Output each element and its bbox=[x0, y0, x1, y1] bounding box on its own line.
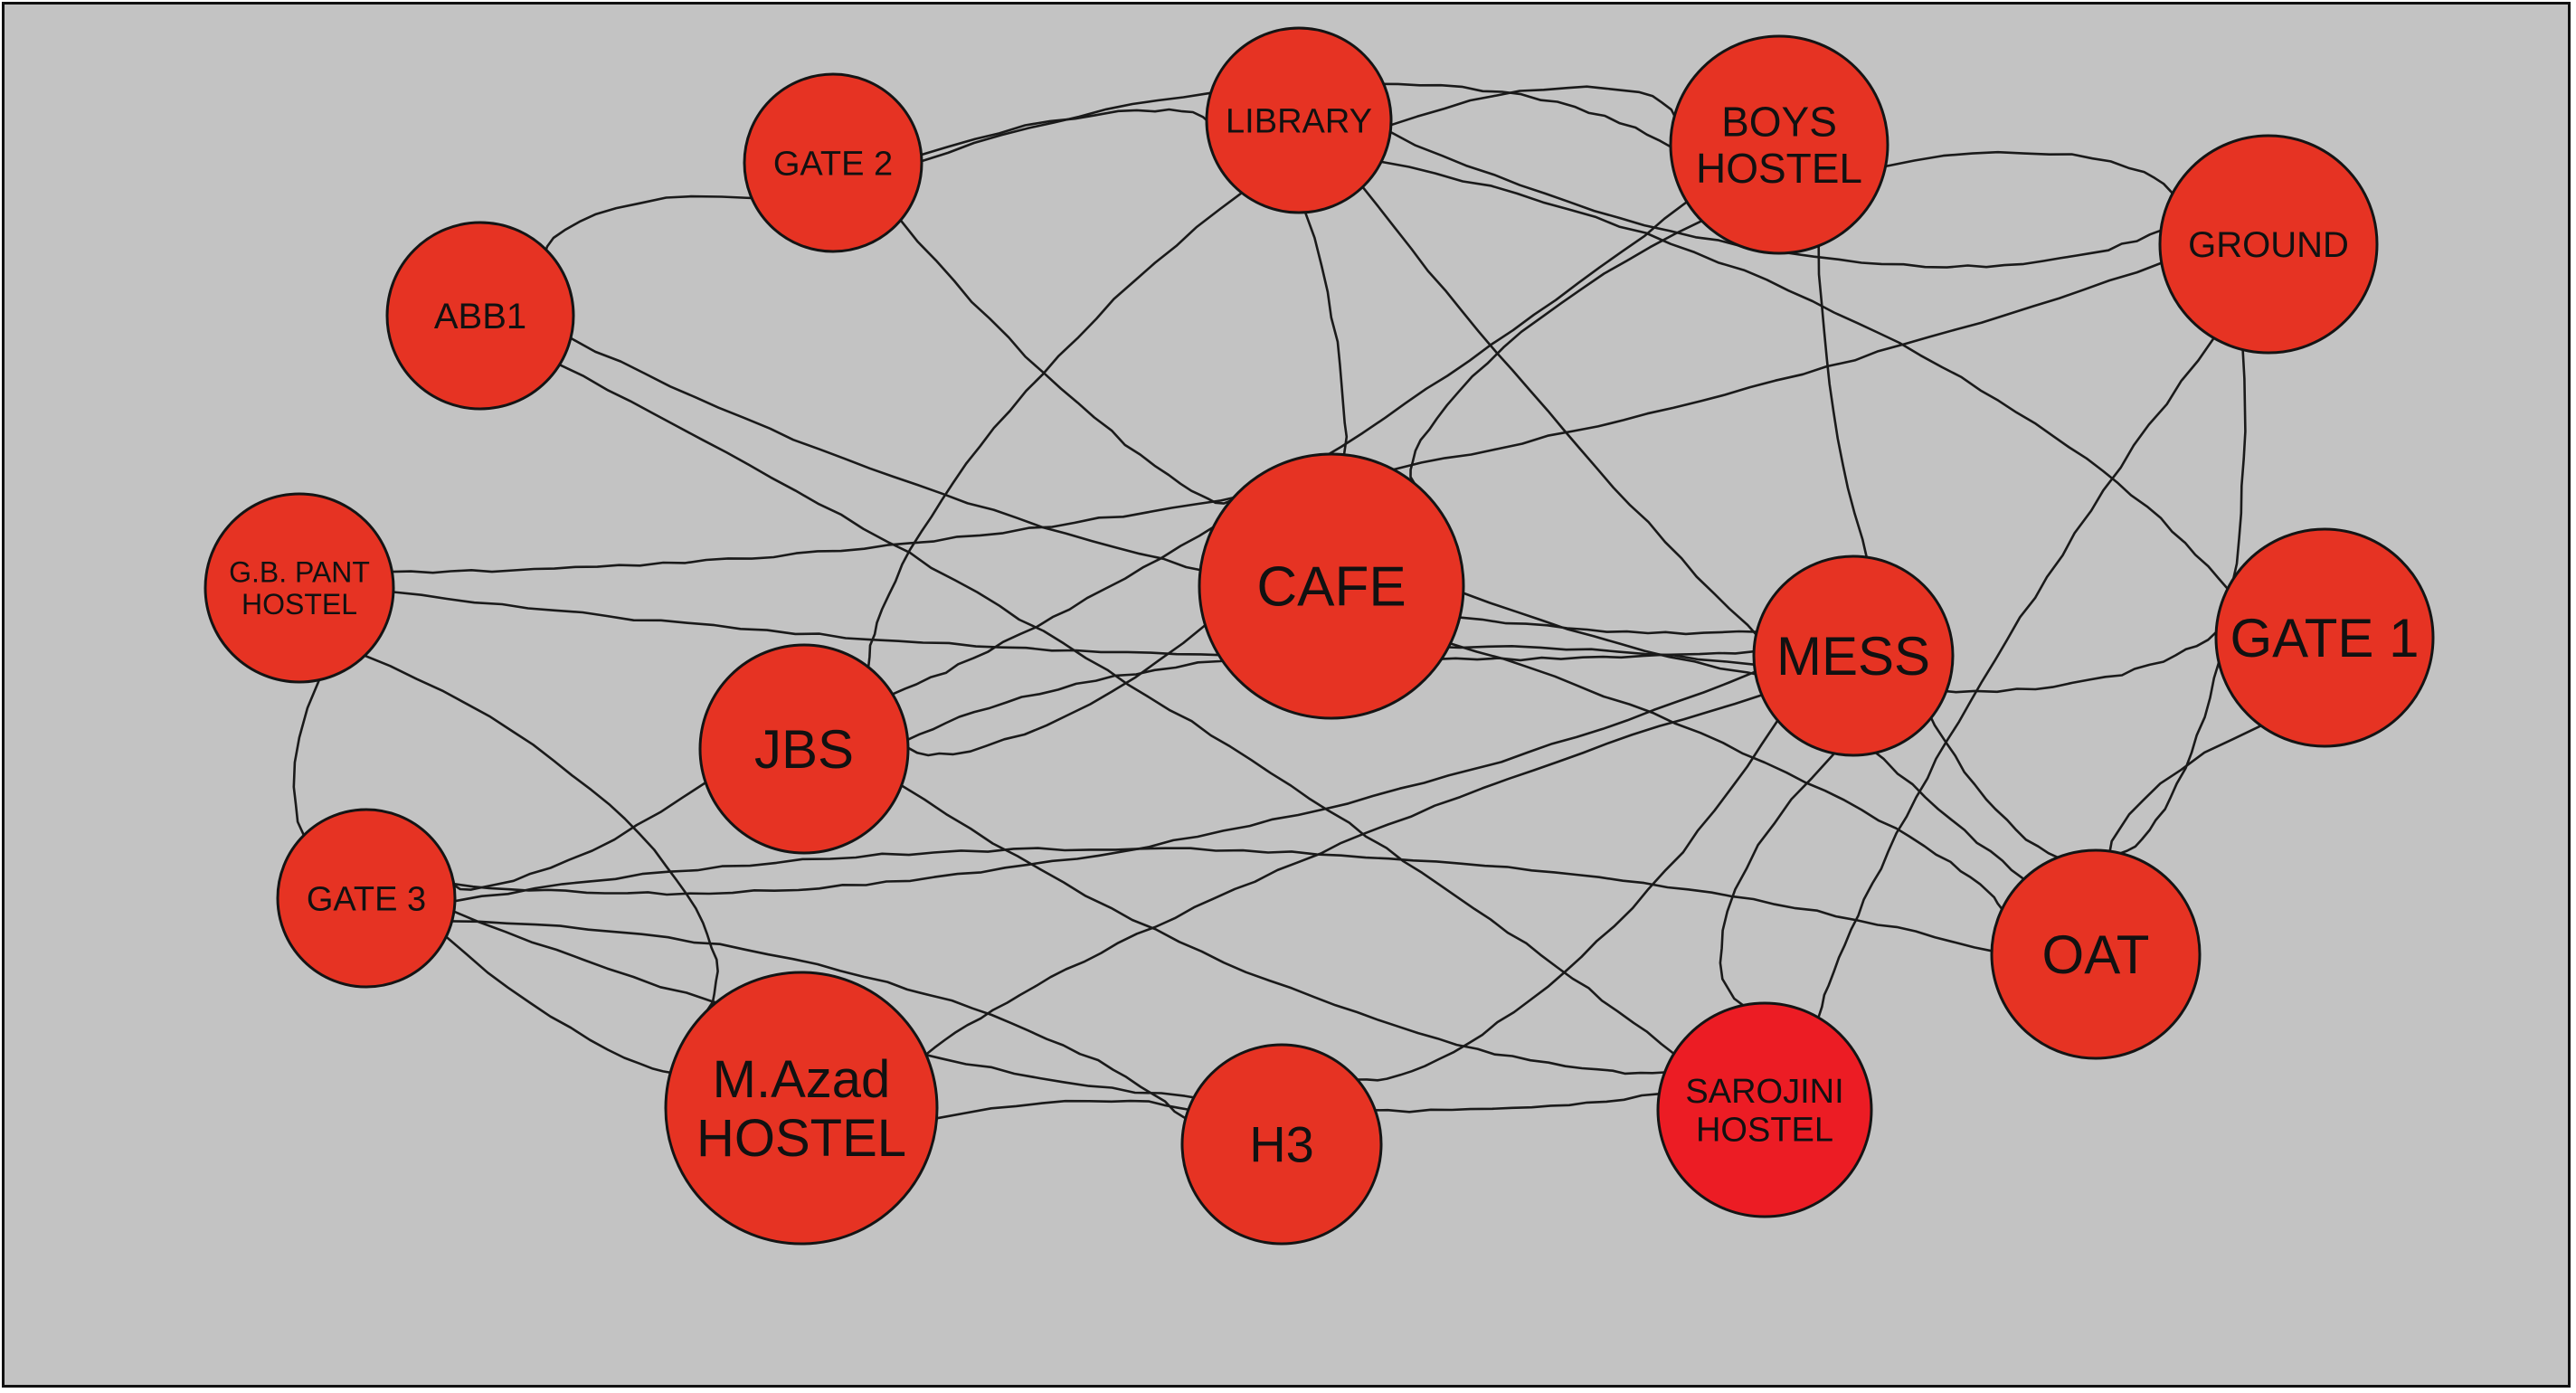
edge-cafe-oat bbox=[1449, 642, 2003, 911]
edge-library-jbs bbox=[867, 191, 1244, 668]
node-gate3: GATE 3 bbox=[276, 808, 457, 989]
node-circle-jbs bbox=[698, 643, 910, 855]
edge-gb_pant-mazad bbox=[363, 654, 719, 1012]
node-label-jbs: JBS bbox=[754, 719, 854, 780]
node-label-mazad-line1: M.Azad bbox=[713, 1050, 891, 1109]
node-label-gate2: GATE 2 bbox=[773, 145, 893, 183]
edge-gate2-library bbox=[920, 108, 1211, 156]
node-circle-oat bbox=[1990, 848, 2202, 1060]
edge-abb1-mess bbox=[569, 336, 1758, 636]
node-abb1: ABB1 bbox=[385, 221, 575, 411]
edge-ground-sarojini bbox=[1817, 336, 2215, 1019]
node-circle-abb1 bbox=[385, 221, 575, 411]
node-label-h3: H3 bbox=[1249, 1116, 1314, 1173]
node-circle-gate2 bbox=[743, 72, 923, 253]
node-circle-gate3 bbox=[276, 808, 457, 989]
node-circle-ground bbox=[2158, 134, 2379, 355]
node-gate2: GATE 2 bbox=[743, 72, 923, 253]
edge-boys_hostel-oat bbox=[1817, 244, 2060, 859]
edge-gate3-mazad bbox=[445, 935, 687, 1075]
edge-ground-gb_pant bbox=[391, 261, 2164, 574]
edge-library-ground bbox=[1388, 130, 2163, 269]
edge-library-boys_hostel bbox=[1389, 85, 1680, 141]
edge-gb_pant-mess bbox=[392, 591, 1756, 662]
edge-library-gate1 bbox=[1379, 160, 2230, 591]
edge-mess-mazad bbox=[924, 694, 1764, 1057]
edge-gate3-h3 bbox=[450, 920, 1188, 1120]
node-label-library: LIBRARY bbox=[1226, 102, 1372, 140]
node-jbs: JBS bbox=[698, 643, 910, 855]
node-label-boys_hostel-line2: HOSTEL bbox=[1696, 145, 1862, 192]
node-label-sarojini-line2: HOSTEL bbox=[1696, 1112, 1833, 1150]
node-circle-sarojini bbox=[1656, 1001, 1873, 1218]
node-circle-h3 bbox=[1180, 1043, 1383, 1246]
node-label-gate1: GATE 1 bbox=[2230, 608, 2420, 668]
node-library: LIBRARY bbox=[1205, 26, 1393, 214]
node-label-abb1: ABB1 bbox=[434, 297, 526, 336]
node-label-gate3: GATE 3 bbox=[307, 880, 426, 918]
edge-mess-gate3 bbox=[452, 670, 1757, 896]
edge-mess-h3 bbox=[1356, 719, 1779, 1082]
node-label-mazad-line2: HOSTEL bbox=[696, 1109, 906, 1168]
node-circle-gb_pant bbox=[204, 492, 395, 684]
node-label-cafe: CAFE bbox=[1256, 556, 1406, 619]
edge-jbs-sarojini bbox=[900, 784, 1666, 1076]
node-circle-boys_hostel bbox=[1669, 34, 1889, 255]
edge-boys_hostel-ground bbox=[1884, 150, 2175, 224]
node-circle-gate1 bbox=[2214, 527, 2435, 748]
node-oat: OAT bbox=[1990, 848, 2202, 1060]
node-h3: H3 bbox=[1180, 1043, 1383, 1246]
node-circle-library bbox=[1205, 26, 1393, 214]
node-mess: MESS bbox=[1752, 554, 1955, 757]
node-label-sarojini-line1: SAROJINI bbox=[1685, 1073, 1843, 1111]
edge-abb1-sarojini bbox=[558, 363, 1675, 1056]
node-label-ground: GROUND bbox=[2188, 225, 2349, 265]
node-label-mess: MESS bbox=[1776, 626, 1930, 687]
edge-gate2-cafe bbox=[899, 219, 1232, 505]
edge-boys_hostel-cafe bbox=[1409, 219, 1703, 495]
node-ground: GROUND bbox=[2158, 134, 2379, 355]
node-label-gb_pant-line2: HOSTEL bbox=[242, 588, 357, 621]
node-label-boys_hostel-line1: BOYS bbox=[1721, 98, 1837, 145]
node-gate1: GATE 1 bbox=[2214, 527, 2435, 748]
edge-mazad-h3 bbox=[935, 1099, 1202, 1138]
node-label-oat: OAT bbox=[2042, 924, 2150, 985]
edge-gate3-oat bbox=[453, 847, 1994, 952]
node-cafe: CAFE bbox=[1198, 452, 1465, 720]
edge-jbs-gate3 bbox=[446, 781, 707, 891]
edge-library-cafe bbox=[1303, 211, 1349, 470]
edge-gate1-oat bbox=[2108, 725, 2262, 874]
edge-gate3-sarojini bbox=[452, 910, 1661, 1113]
node-circle-mess bbox=[1752, 554, 1955, 757]
edge-library-oat bbox=[1361, 185, 2025, 881]
edge-ground-oat bbox=[2118, 348, 2247, 855]
node-circle-cafe bbox=[1198, 452, 1465, 720]
node-circle-mazad bbox=[664, 971, 939, 1246]
edge-mess-sarojini bbox=[1719, 752, 1836, 1011]
node-label-gb_pant-line1: G.B. PANT bbox=[229, 555, 370, 588]
edge-gate2-abb1 bbox=[542, 194, 753, 280]
